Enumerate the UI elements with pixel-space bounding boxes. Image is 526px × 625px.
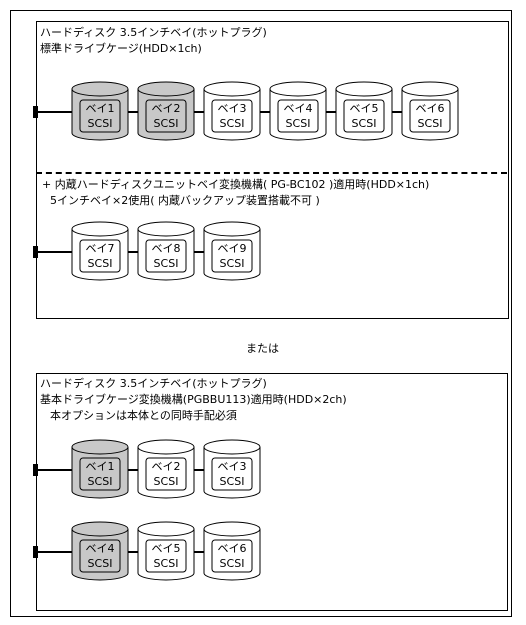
drive-type-label: SCSI xyxy=(220,475,245,488)
drive-top xyxy=(137,81,195,97)
bottom-title-line2: 基本ドライブケージ変換機構(PGBBU113)適用時(HDD×2ch) xyxy=(40,393,347,406)
drive-type-label: SCSI xyxy=(220,117,245,130)
drive-bay-label: ベイ4 xyxy=(86,542,115,555)
drive-type-label: SCSI xyxy=(88,257,113,270)
drive-type-label: SCSI xyxy=(154,475,179,488)
top-row2-terminal xyxy=(33,246,38,258)
drive-bay-label: ベイ6 xyxy=(218,542,247,555)
drive-label-box xyxy=(211,539,253,573)
drive-body xyxy=(71,447,129,499)
drive-body xyxy=(269,89,327,141)
drive-bay-label: ベイ1 xyxy=(86,460,115,473)
drive-label-box xyxy=(79,99,121,133)
drive-label-box xyxy=(145,239,187,273)
drive-top xyxy=(203,521,261,537)
drive-label-box xyxy=(79,239,121,273)
drive-bay-label: ベイ2 xyxy=(152,102,181,115)
drive-label-box xyxy=(79,539,121,573)
drive-label-box xyxy=(145,457,187,491)
drive-body xyxy=(137,89,195,141)
or-separator: または xyxy=(246,342,279,355)
drive-top xyxy=(203,221,261,237)
drive-top xyxy=(137,221,195,237)
drive-body xyxy=(71,229,129,281)
drive-body xyxy=(203,229,261,281)
drive-body xyxy=(137,229,195,281)
drive-bay-label: ベイ3 xyxy=(218,102,247,115)
drive-body xyxy=(137,529,195,581)
drive-body xyxy=(71,89,129,141)
drive-label-box xyxy=(343,99,385,133)
drive-label-box xyxy=(211,99,253,133)
drive-type-label: SCSI xyxy=(154,257,179,270)
drive-body xyxy=(335,89,393,141)
drive-bay-label: ベイ1 xyxy=(86,102,115,115)
drive-body xyxy=(401,89,459,141)
drive-label-box xyxy=(145,99,187,133)
drive-label-box xyxy=(409,99,451,133)
drive-body xyxy=(71,529,129,581)
drive-bay-label: ベイ3 xyxy=(218,460,247,473)
drive-top xyxy=(71,221,129,237)
drive-bay-label: ベイ4 xyxy=(284,102,313,115)
drive-type-label: SCSI xyxy=(418,117,443,130)
top-title-line1: ハードディスク 3.5インチベイ(ホットプラグ) xyxy=(40,26,267,39)
drive-top xyxy=(401,81,459,97)
drive-type-label: SCSI xyxy=(88,475,113,488)
drive-type-label: SCSI xyxy=(88,557,113,570)
drive-top xyxy=(71,439,129,455)
drive-bay-label: ベイ5 xyxy=(350,102,379,115)
drive-bay-label: ベイ9 xyxy=(218,242,247,255)
drive-top xyxy=(203,81,261,97)
drive-label-box xyxy=(211,239,253,273)
top-dashed-separator xyxy=(36,172,507,174)
drive-label-box xyxy=(277,99,319,133)
drive-type-label: SCSI xyxy=(220,557,245,570)
bottom-row2-terminal xyxy=(33,546,38,558)
drive-bay-label: ベイ7 xyxy=(86,242,115,255)
drive-label-box xyxy=(211,457,253,491)
drive-body xyxy=(203,89,261,141)
drive-top xyxy=(335,81,393,97)
extension-line2: 5インチベイ×2使用( 内蔵バックアップ装置搭載不可 ) xyxy=(50,194,320,207)
top-row1-terminal xyxy=(33,106,38,118)
drive-body xyxy=(203,447,261,499)
bottom-title-line3: 本オプションは本体との同時手配必須 xyxy=(50,409,237,422)
drive-body xyxy=(137,447,195,499)
drive-type-label: SCSI xyxy=(352,117,377,130)
drive-type-label: SCSI xyxy=(154,557,179,570)
drive-type-label: SCSI xyxy=(154,117,179,130)
drive-top xyxy=(137,439,195,455)
drive-top xyxy=(269,81,327,97)
drive-body xyxy=(203,529,261,581)
drive-label-box xyxy=(145,539,187,573)
drive-type-label: SCSI xyxy=(88,117,113,130)
bottom-row1-terminal xyxy=(33,464,38,476)
top-title-line2: 標準ドライブケージ(HDD×1ch) xyxy=(40,42,202,55)
drive-top xyxy=(203,439,261,455)
outer-frame xyxy=(10,10,512,617)
drive-type-label: SCSI xyxy=(220,257,245,270)
drive-top xyxy=(71,521,129,537)
drive-bay-label: ベイ8 xyxy=(152,242,181,255)
drive-bay-label: ベイ6 xyxy=(416,102,445,115)
drive-bay-label: ベイ5 xyxy=(152,542,181,555)
drive-label-box xyxy=(79,457,121,491)
drive-top xyxy=(71,81,129,97)
drive-top xyxy=(137,521,195,537)
drive-bay-label: ベイ2 xyxy=(152,460,181,473)
drive-type-label: SCSI xyxy=(286,117,311,130)
bottom-title-line1: ハードディスク 3.5インチベイ(ホットプラグ) xyxy=(40,377,267,390)
extension-line1: + 内蔵ハードディスクユニットベイ変換機構( PG-BC102 )適用時(HDD… xyxy=(42,178,430,191)
